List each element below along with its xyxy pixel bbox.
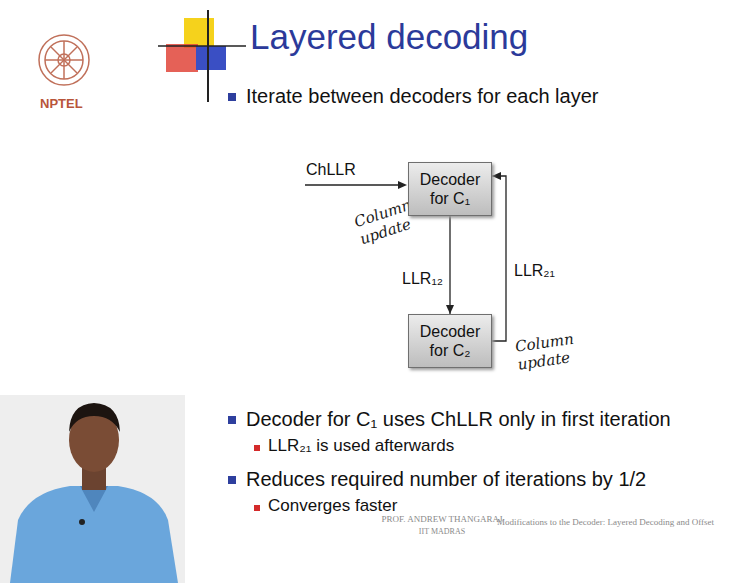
connector: [449, 216, 450, 314]
presenter-video: [0, 395, 185, 583]
sub-bullet-text: Converges faster: [268, 496, 397, 516]
signal-name: ChLLR: [306, 160, 356, 179]
signal-name-text: ChLLR: [306, 161, 356, 178]
edge-label-text: LLR₂₁: [514, 262, 555, 279]
footer-text-text: PROF. ANDREW THANGARAJ: [381, 514, 502, 524]
logo-text-text: NPTEL: [40, 96, 83, 111]
sub-bullet-text-text: LLR₂₁ is used afterwards: [268, 436, 454, 455]
handwritten-note: Column update: [514, 328, 588, 373]
ornament-line: [207, 10, 209, 102]
sub-bullet: [254, 445, 260, 451]
footer-text: PROF. ANDREW THANGARAJ: [381, 514, 502, 525]
sub-bullet-text-text: Converges faster: [268, 496, 397, 515]
bullet-text-text: Iterate between decoders for each layer: [246, 85, 598, 107]
handwritten-note-text: Column update: [514, 330, 575, 374]
input-arrow: [305, 184, 400, 185]
edge-label-text: LLR₁₂: [402, 270, 443, 287]
sub-bullet: [254, 505, 260, 511]
yellow-square: [184, 18, 214, 48]
footer-text-text: Modifications to the Decoder: Layered De…: [497, 517, 714, 527]
footer-text-text: IIT MADRAS: [419, 527, 465, 536]
box-text: Decoder for C₂: [413, 322, 487, 360]
decoder-box: Decoder for C₁: [408, 162, 492, 216]
edge-label: LLR₁₂: [401, 270, 444, 288]
bullet-text-text: Reduces required number of iterations by…: [246, 468, 646, 490]
sub-bullet-text: LLR₂₁ is used afterwards: [268, 436, 454, 456]
bullet-text: Reduces required number of iterations by…: [246, 467, 646, 491]
connector: [492, 176, 506, 341]
logo-text: NPTEL: [40, 96, 83, 112]
footer-text: Modifications to the Decoder: Layered De…: [497, 517, 714, 528]
bullet: [228, 476, 236, 484]
ornament-line: [158, 45, 246, 47]
arrow-head: [492, 172, 501, 180]
arrow-head: [446, 305, 454, 314]
title-text: Layered decoding: [250, 17, 528, 56]
slide-title: Layered decoding: [250, 17, 528, 57]
box-text: Decoder for C₁: [413, 170, 487, 208]
red-square: [166, 44, 198, 72]
bullet: [228, 93, 236, 101]
nptel-emblem: [39, 35, 89, 85]
decoder-box: Decoder for C₂: [408, 314, 492, 368]
handwritten-note-text: Column update: [352, 196, 414, 248]
bullet-text-text: Decoder for C₁ uses ChLLR only in first …: [246, 408, 671, 430]
blue-square: [196, 46, 226, 70]
bullet-text: Iterate between decoders for each layer: [246, 84, 598, 108]
footer-text: IIT MADRAS: [419, 527, 465, 537]
bullet: [228, 416, 236, 424]
edge-label: LLR₂₁: [513, 262, 556, 280]
bullet-text: Decoder for C₁ uses ChLLR only in first …: [246, 407, 671, 431]
arrow-head: [398, 181, 407, 189]
